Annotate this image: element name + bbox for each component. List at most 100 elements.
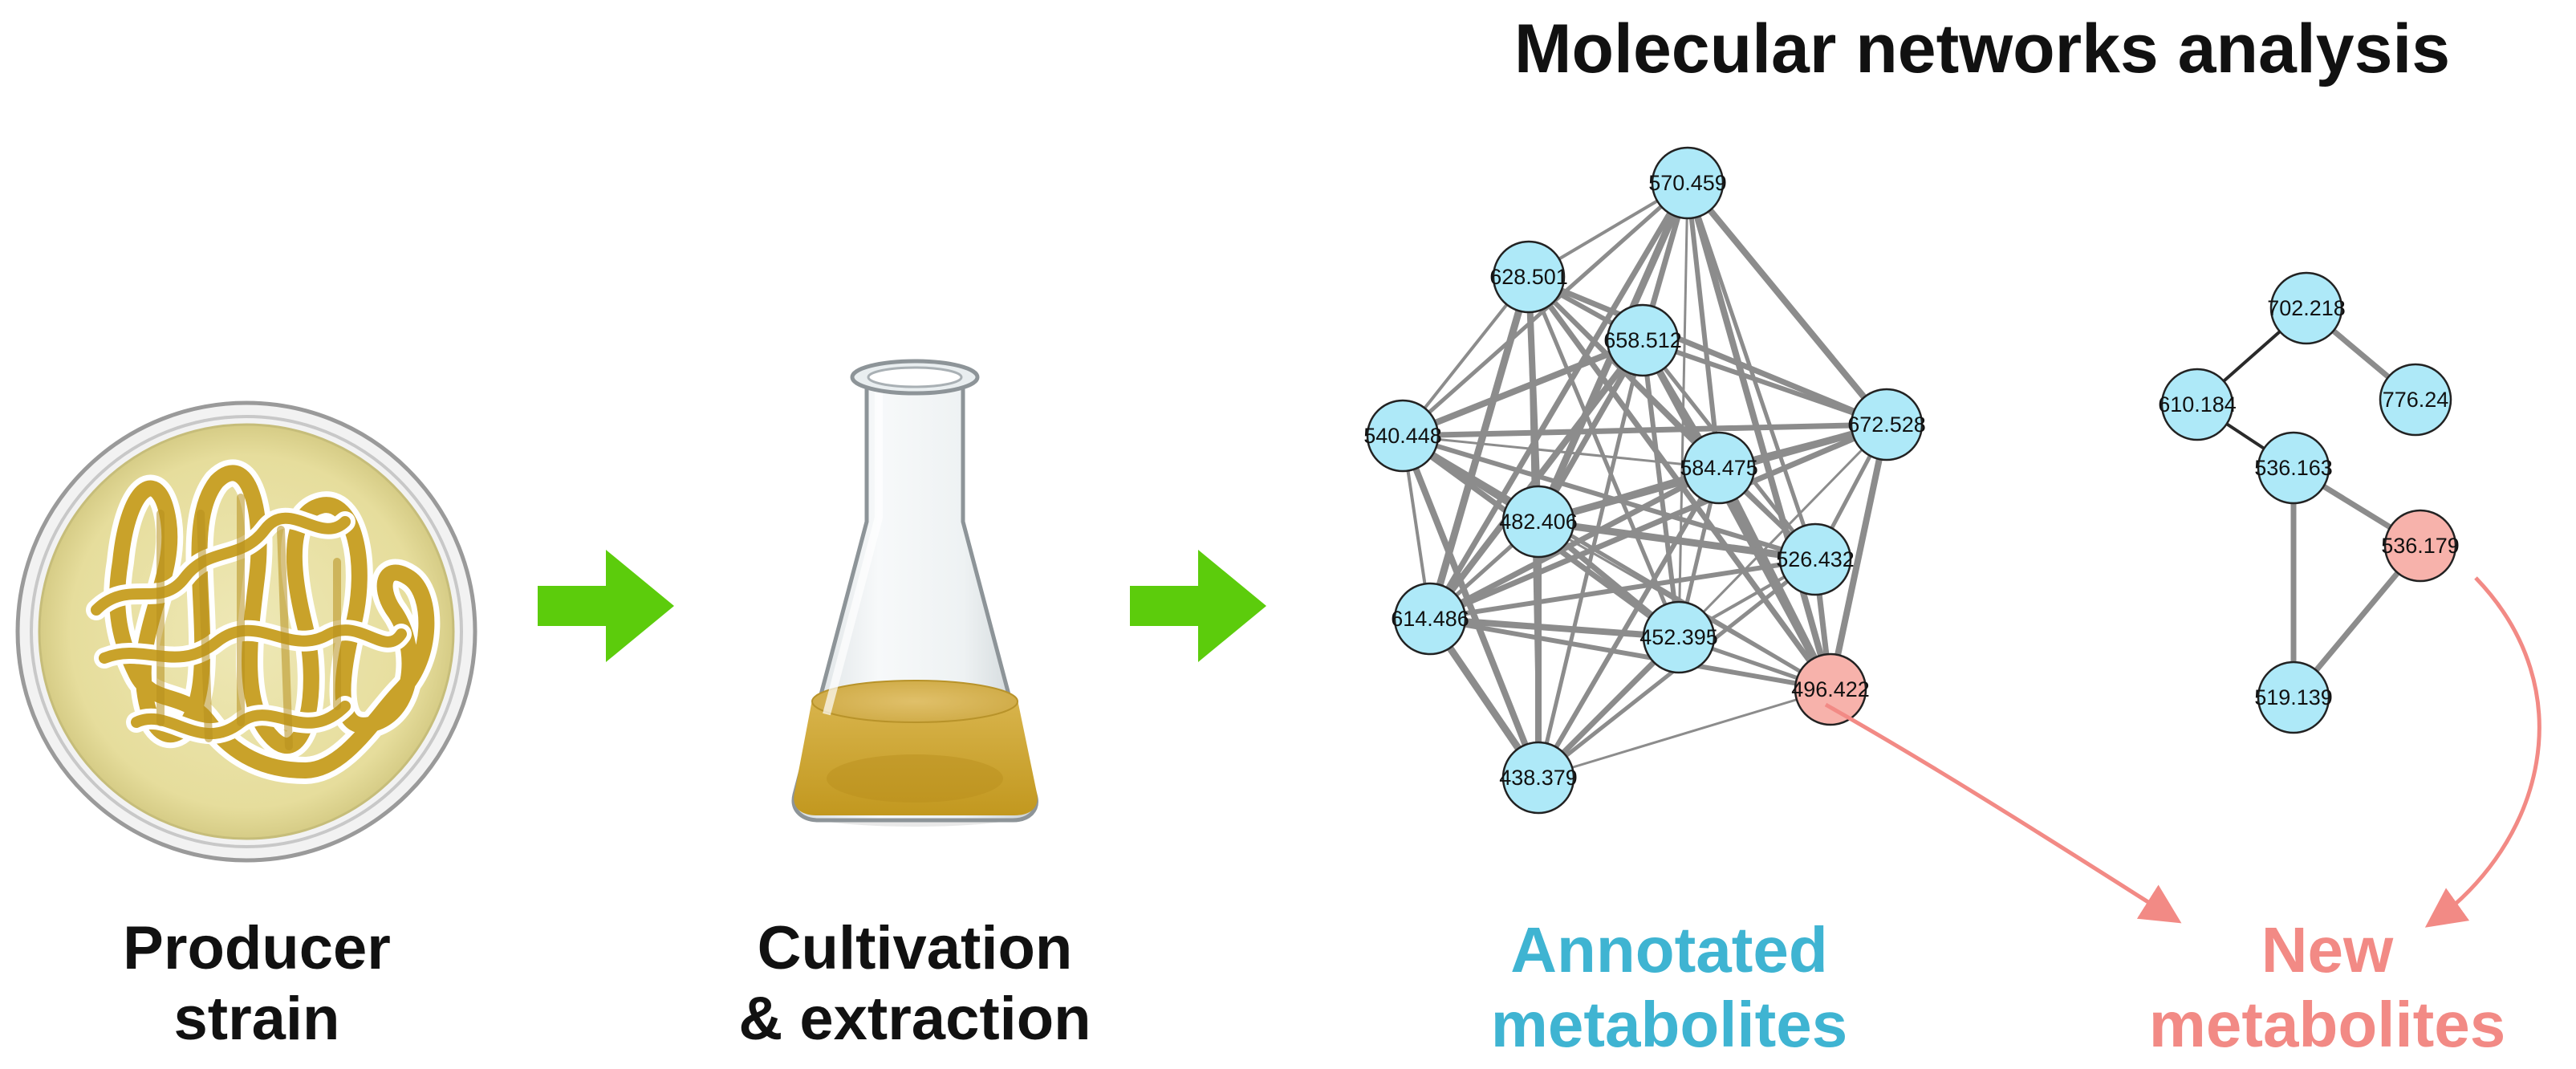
annotated-metabolite-node: 526.432 — [1776, 522, 1855, 596]
node-circle — [2257, 431, 2330, 505]
network-2: 702.218 610.184 776.24 536.163 536.179 519.13… — [2158, 271, 2460, 734]
network-edge — [1401, 181, 1689, 437]
node-label: 536.179 — [2381, 534, 2460, 558]
new-metabolite-arrow-1 — [1824, 702, 2182, 924]
node-circle — [1492, 240, 1566, 314]
network-edge — [1427, 181, 1691, 620]
label-line: metabolites — [1490, 988, 1848, 1060]
annotated-metabolite-node: 540.448 — [1363, 399, 1442, 473]
label-line: Cultivation — [757, 914, 1073, 982]
network-edge — [1400, 434, 1542, 779]
process-arrow-1-icon — [538, 550, 674, 662]
annotated-metabolite-node: 536.163 — [2254, 431, 2333, 505]
network-edge — [1827, 424, 1890, 690]
bacterial-streak — [86, 459, 441, 784]
network-edge — [1536, 466, 1721, 779]
node-label: 570.459 — [1648, 171, 1727, 195]
network-edge — [1677, 423, 1888, 639]
network-edge — [1401, 337, 1644, 439]
node-circle — [2269, 271, 2343, 345]
network-edge — [1429, 616, 1680, 640]
annotated-metabolite-node: 438.379 — [1499, 741, 1578, 815]
node-circle — [2160, 368, 2234, 441]
annotated-metabolite-node: 584.475 — [1680, 431, 1758, 505]
label-line: metabolites — [2148, 988, 2506, 1060]
annotated-metabolite-node: 610.184 — [2158, 368, 2237, 441]
new-metabolite-node: 536.179 — [2381, 509, 2460, 583]
network-edge — [1427, 338, 1646, 621]
node-label: 452.395 — [1639, 625, 1718, 649]
network-edge — [1402, 433, 1816, 562]
label-new-metabolites: New metabolites — [2103, 913, 2552, 1063]
label-line: strain — [173, 985, 340, 1054]
node-circle — [1682, 431, 1756, 505]
network-edge — [1685, 182, 1721, 469]
network-1: 570.459 628.501 658.512 540.448 672.528 584.4… — [1363, 146, 1926, 815]
network-edge — [1538, 518, 1816, 563]
page-title: Molecular networks analysis — [1514, 10, 2451, 87]
network-edge — [1428, 421, 1888, 622]
network-edge — [1402, 434, 1720, 469]
label-line: & extraction — [738, 985, 1091, 1054]
node-label: 584.475 — [1680, 456, 1758, 480]
node-label: 519.139 — [2254, 685, 2333, 709]
node-label: 540.448 — [1363, 424, 1442, 448]
network-edge — [1402, 421, 1887, 439]
annotated-metabolite-node: 702.218 — [2267, 271, 2346, 345]
network-edge — [1642, 338, 1887, 427]
network-edge — [1684, 181, 1890, 427]
node-label: 672.528 — [1847, 413, 1926, 437]
annotated-metabolite-node: 776.24 — [2379, 363, 2452, 437]
network-edge — [1429, 557, 1816, 621]
new-metabolite-arrow-2 — [2424, 576, 2541, 928]
network-edge — [1426, 275, 1533, 620]
node-label: 610.184 — [2158, 392, 2237, 417]
node-circle — [1642, 600, 1716, 674]
node-circle — [1366, 399, 1440, 473]
network-edge — [1536, 339, 1645, 778]
erlenmeyer-flask-icon — [791, 359, 1038, 827]
node-circle — [1501, 485, 1575, 559]
node-circle — [2257, 661, 2330, 734]
network-edge — [1429, 616, 1831, 692]
node-circle — [1606, 303, 1680, 377]
annotated-metabolite-node: 658.512 — [1603, 303, 1682, 377]
node-circle — [1850, 388, 1924, 461]
node-label: 496.422 — [1791, 677, 1870, 701]
annotated-metabolite-node: 570.459 — [1648, 146, 1727, 220]
node-circle — [1651, 146, 1725, 220]
annotated-metabolite-node: 482.406 — [1499, 485, 1578, 559]
node-label: 658.512 — [1603, 328, 1682, 352]
annotated-metabolite-node: 519.139 — [2254, 661, 2333, 734]
node-label: 702.218 — [2267, 296, 2346, 320]
annotated-metabolite-node: 672.528 — [1847, 388, 1926, 461]
label-line: Annotated — [1510, 914, 1828, 986]
process-arrow-2-icon — [1130, 550, 1266, 662]
label-producer-strain: Producer strain — [72, 913, 441, 1055]
network-edge — [1527, 274, 1888, 428]
node-circle — [2383, 509, 2457, 583]
petri-dish-icon — [15, 400, 477, 863]
annotated-metabolite-node: 628.501 — [1489, 240, 1568, 314]
node-label: 628.501 — [1489, 265, 1568, 289]
node-circle — [1778, 522, 1852, 596]
node-circle — [1393, 582, 1467, 656]
annotated-metabolite-node: 614.486 — [1391, 582, 1469, 656]
network-edge — [1538, 688, 1831, 779]
label-cultivation-extraction: Cultivation & extraction — [658, 913, 1172, 1055]
node-circle — [1501, 741, 1575, 815]
label-annotated-metabolites: Annotated metabolites — [1428, 913, 1910, 1063]
label-line: New — [2261, 914, 2394, 986]
node-circle — [1794, 652, 1867, 726]
label-line: Producer — [123, 914, 391, 982]
node-label: 526.432 — [1776, 547, 1855, 571]
new-metabolite-node: 496.422 — [1791, 652, 1870, 726]
annotated-metabolite-node: 452.395 — [1639, 600, 1718, 674]
node-circle — [2379, 363, 2452, 437]
node-label: 438.379 — [1499, 766, 1578, 790]
network-edge — [1716, 466, 1834, 691]
network-edge — [1684, 181, 1834, 691]
node-label: 482.406 — [1499, 510, 1578, 534]
node-label: 776.24 — [2383, 388, 2449, 412]
